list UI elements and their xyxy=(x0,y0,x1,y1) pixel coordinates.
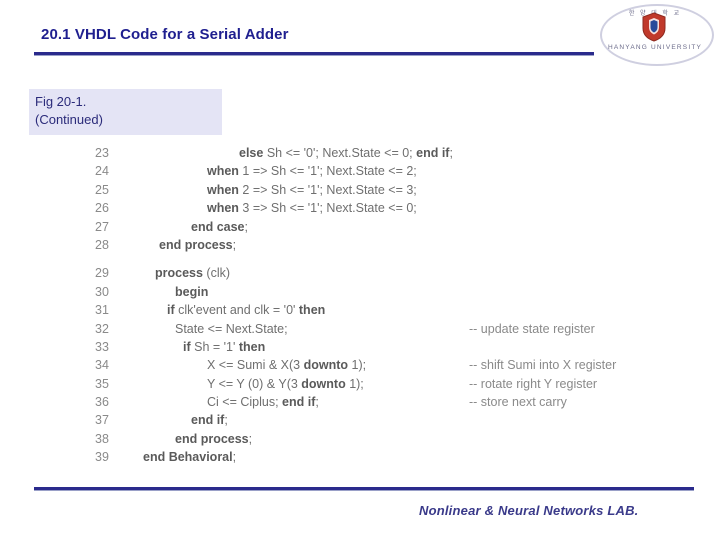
code-line-comment: -- update state register xyxy=(469,321,595,336)
code-line: 31 if clk'event and clk = '0' then xyxy=(95,303,655,321)
figure-caption-box: Fig 20-1. (Continued) xyxy=(29,89,222,135)
code-line: 38 end process; xyxy=(95,432,655,450)
code-line-text: Y <= Y (0) & Y(3 downto 1); xyxy=(207,376,364,391)
code-line-text: if Sh = '1' then xyxy=(183,339,266,354)
code-line-comment: -- store next carry xyxy=(469,395,567,410)
code-line-number: 29 xyxy=(95,266,109,281)
shield-icon xyxy=(642,12,666,42)
code-line-number: 39 xyxy=(95,450,109,465)
code-line-text: X <= Sumi & X(3 downto 1); xyxy=(207,358,367,373)
code-line-text: process (clk) xyxy=(155,266,231,281)
code-line-comment: -- rotate right Y register xyxy=(469,376,598,391)
logo-bottom-text: HANYANG UNIVERSITY xyxy=(607,44,703,51)
code-line: 36 Ci <= Ciplus; end if; -- store next car… xyxy=(95,395,655,413)
title-divider-thin xyxy=(34,55,594,56)
code-line-number: 26 xyxy=(95,201,109,216)
university-logo: 한 양 대 학 교 HANYANG UNIVERSITY xyxy=(600,4,714,66)
code-line-text: else Sh <= '0'; Next.State <= 0; end if; xyxy=(239,146,453,160)
code-line-text: Ci <= Ciplus; end if; xyxy=(207,395,319,410)
code-line-text: State <= Next.State; xyxy=(175,321,288,336)
code-line-number: 36 xyxy=(95,395,109,410)
code-line-number: 33 xyxy=(95,339,109,354)
code-line-number: 37 xyxy=(95,413,109,428)
code-line-text: end Behavioral; xyxy=(143,450,237,465)
code-line: 25 when 2 => Sh <= '1'; Next.State <= 3; xyxy=(95,183,655,201)
code-line: 30 begin xyxy=(95,285,655,303)
figure-caption-line1: Fig 20-1. xyxy=(35,94,87,109)
code-line-number: 32 xyxy=(95,321,109,336)
code-line-number: 34 xyxy=(95,358,109,373)
figure-caption-line2: (Continued) xyxy=(35,112,103,127)
code-line: 39 end Behavioral; xyxy=(95,450,655,468)
code-line-number: 30 xyxy=(95,284,109,299)
code-line-number: 38 xyxy=(95,431,109,446)
code-line: 27 end case; xyxy=(95,220,655,238)
footer-divider-thin xyxy=(34,490,694,491)
code-line: 34 X <= Sumi & X(3 downto 1); -- shift Sum… xyxy=(95,358,655,376)
code-line-number: 23 xyxy=(95,146,109,160)
code-line-number: 35 xyxy=(95,376,109,391)
footer-divider xyxy=(34,487,694,490)
code-line-comment: -- shift Sumi into X register xyxy=(469,358,617,373)
code-line-number: 24 xyxy=(95,164,109,179)
code-line-number: 31 xyxy=(95,303,109,318)
code-spacer xyxy=(95,256,655,266)
code-line-text: end case; xyxy=(191,219,248,234)
code-line: 24 when 1 => Sh <= '1'; Next.State <= 2; xyxy=(95,164,655,182)
page-title: 20.1 VHDL Code for a Serial Adder xyxy=(41,26,289,43)
code-line-text: if clk'event and clk = '0' then xyxy=(167,303,326,318)
title-divider xyxy=(34,52,594,55)
code-line-number: 25 xyxy=(95,182,109,197)
code-line: 32 State <= Next.State; -- update state re… xyxy=(95,322,655,340)
code-line: 28 end process; xyxy=(95,238,655,256)
code-line: 23 else Sh <= '0'; Next.State <= 0; end i… xyxy=(95,146,655,164)
code-line: 26 when 3 => Sh <= '1'; Next.State <= 0; xyxy=(95,201,655,219)
code-listing: 23 else Sh <= '0'; Next.State <= 0; end i… xyxy=(95,146,655,469)
code-line-text: end process; xyxy=(175,431,253,446)
footer-lab-text: Nonlinear & Neural Networks LAB. xyxy=(419,503,639,518)
code-line-text: begin xyxy=(175,284,209,299)
code-line-text: when 3 => Sh <= '1'; Next.State <= 0; xyxy=(207,201,417,216)
code-line: 35 Y <= Y (0) & Y(3 downto 1); -- rotate r… xyxy=(95,377,655,395)
code-line: 37 end if; xyxy=(95,413,655,431)
code-line: 33 if Sh = '1' then xyxy=(95,340,655,358)
code-line-text: when 2 => Sh <= '1'; Next.State <= 3; xyxy=(207,182,417,197)
code-line-text: end if; xyxy=(191,413,228,428)
code-line-number: 27 xyxy=(95,219,109,234)
code-line-number: 28 xyxy=(95,237,109,252)
code-line-text: when 1 => Sh <= '1'; Next.State <= 2; xyxy=(207,164,417,179)
code-line: 29 process (clk) xyxy=(95,266,655,284)
code-line-text: end process; xyxy=(159,237,237,252)
